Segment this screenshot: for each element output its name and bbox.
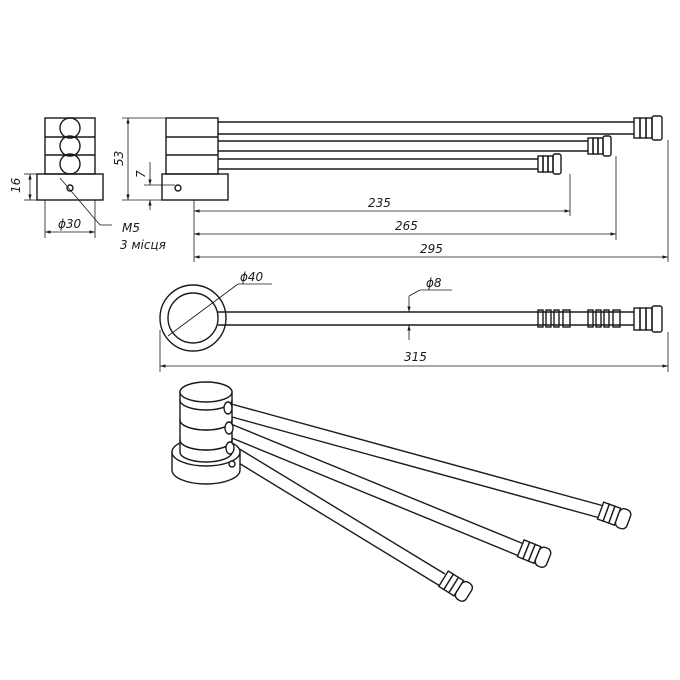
top-view xyxy=(159,283,669,372)
arm-knuckle-mid xyxy=(59,135,81,157)
dim-rod-diameter: ϕ8 xyxy=(426,276,442,290)
long-arm-end-cap xyxy=(633,115,663,141)
dim-arm-short: 235 xyxy=(368,196,391,210)
dim-screw-height: 7 xyxy=(134,170,148,178)
dim-head-diameter: ϕ40 xyxy=(240,270,264,284)
mid-arm-end-cap xyxy=(587,135,612,157)
front-view xyxy=(122,115,669,262)
front-view-base xyxy=(161,173,229,201)
side-view-base xyxy=(36,173,104,201)
dim-total-length: 315 xyxy=(404,350,427,364)
short-arm-end-cap xyxy=(537,153,562,175)
dim-arm-long: 295 xyxy=(420,242,443,256)
iso-short-arm xyxy=(223,441,474,602)
screw-hole-icon xyxy=(66,184,74,192)
top-view-end-caps xyxy=(537,305,663,333)
side-view xyxy=(24,117,112,238)
dim-overall-height: 53 xyxy=(112,151,126,166)
iso-top-cap xyxy=(179,381,233,403)
dim-base-height: 16 xyxy=(9,177,23,193)
iso-body xyxy=(179,381,235,463)
dim-screw: M5 xyxy=(122,221,140,235)
dim-base-diameter: ϕ30 xyxy=(58,217,82,231)
dim-arm-mid: 265 xyxy=(395,219,418,233)
side-view-body xyxy=(44,117,96,175)
iso-mid-arm xyxy=(221,421,552,568)
arm-knuckle-low xyxy=(59,153,81,175)
iso-screw-hole-icon xyxy=(228,460,236,468)
top-view-head-inner xyxy=(167,292,219,344)
isometric-view xyxy=(171,381,632,602)
iso-long-arm xyxy=(220,401,632,530)
front-view-body xyxy=(165,117,219,175)
arm-knuckle-top xyxy=(59,117,81,139)
dim-screw-note: 3 місця xyxy=(120,238,166,252)
top-view-head-outer xyxy=(159,284,227,352)
front-screw-hole-icon xyxy=(174,184,182,192)
